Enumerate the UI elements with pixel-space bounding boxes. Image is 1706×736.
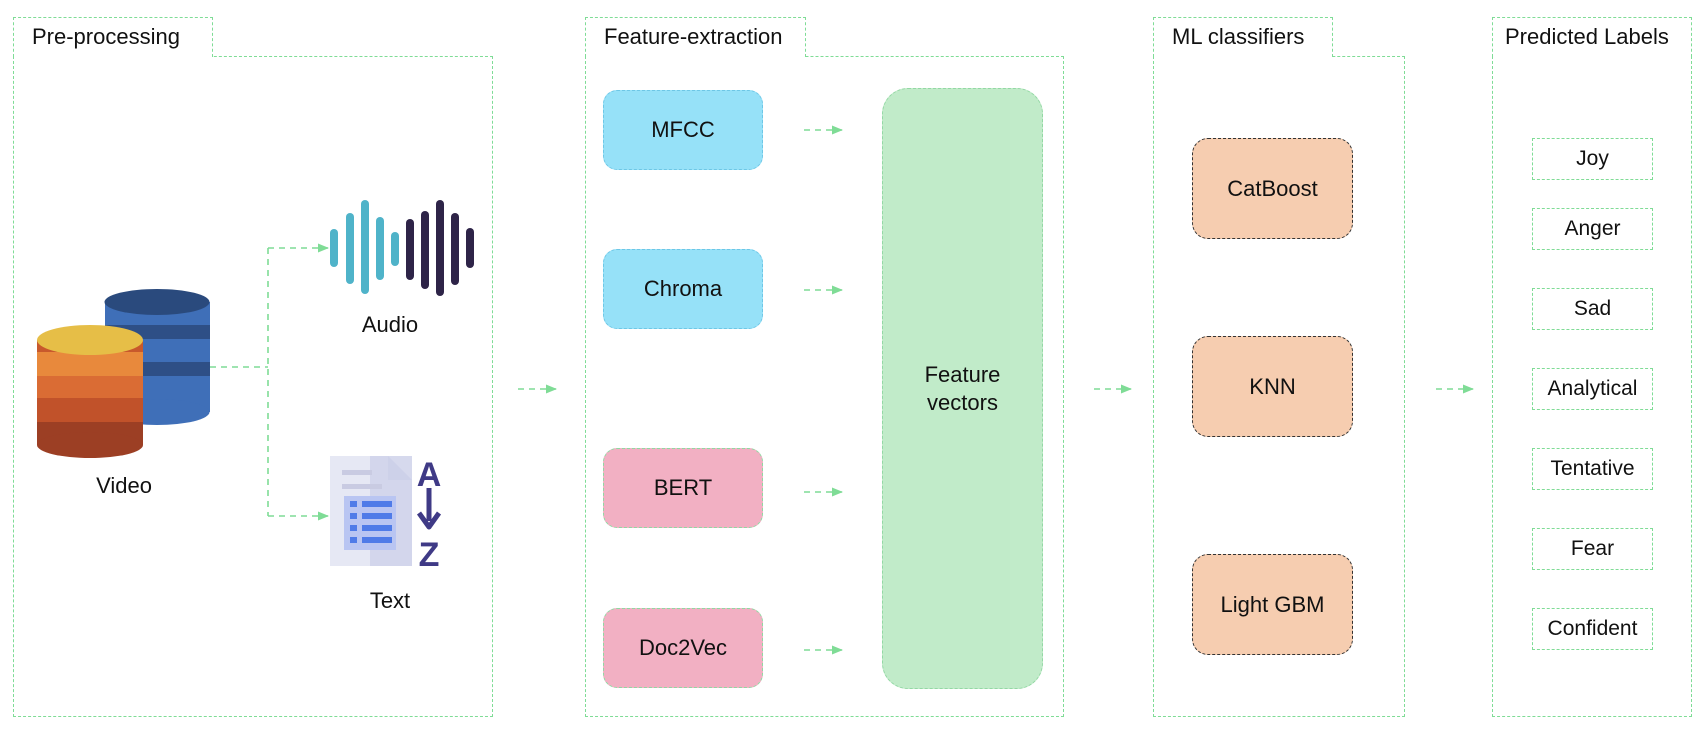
classifier-light-gbm: Light GBM bbox=[1192, 554, 1353, 655]
feature-mfcc: MFCC bbox=[603, 90, 763, 170]
text-icon-letter-z: Z bbox=[419, 536, 440, 574]
database-icon bbox=[37, 289, 210, 458]
feature-vectors-line-2: vectors bbox=[927, 389, 998, 415]
label-anger: Anger bbox=[1532, 208, 1653, 250]
label-joy: Joy bbox=[1532, 138, 1653, 180]
label-fear: Fear bbox=[1532, 528, 1653, 570]
label-analytical: Analytical bbox=[1532, 368, 1653, 410]
label-confident: Confident bbox=[1532, 608, 1653, 650]
classifier-catboost: CatBoost bbox=[1192, 138, 1353, 239]
section-title-ml-classifiers: ML classifiers bbox=[1153, 17, 1333, 57]
label-tentative: Tentative bbox=[1532, 448, 1653, 490]
feature-extraction-panel bbox=[585, 56, 1064, 717]
section-title-predicted-labels: Predicted Labels bbox=[1492, 17, 1692, 57]
audio-waveform-icon bbox=[330, 200, 474, 296]
feature-doc2vec: Doc2Vec bbox=[603, 608, 763, 688]
section-title-feature-extraction: Feature-extraction bbox=[585, 17, 806, 57]
text-label: Text bbox=[369, 588, 411, 613]
feature-bert: BERT bbox=[603, 448, 763, 528]
audio-label: Audio bbox=[361, 312, 419, 337]
text-icon-letter-a: A bbox=[417, 456, 442, 494]
label-sad: Sad bbox=[1532, 288, 1653, 330]
classifier-knn: KNN bbox=[1192, 336, 1353, 437]
feature-vectors-box: Feature vectors bbox=[882, 88, 1043, 689]
section-title-preprocessing: Pre-processing bbox=[13, 17, 213, 57]
feature-vectors-line-1: Feature bbox=[924, 361, 1001, 387]
video-label: Video bbox=[96, 473, 152, 498]
feature-chroma: Chroma bbox=[603, 249, 763, 329]
text-document-icon bbox=[330, 456, 442, 566]
preprocessing-panel bbox=[13, 56, 493, 717]
